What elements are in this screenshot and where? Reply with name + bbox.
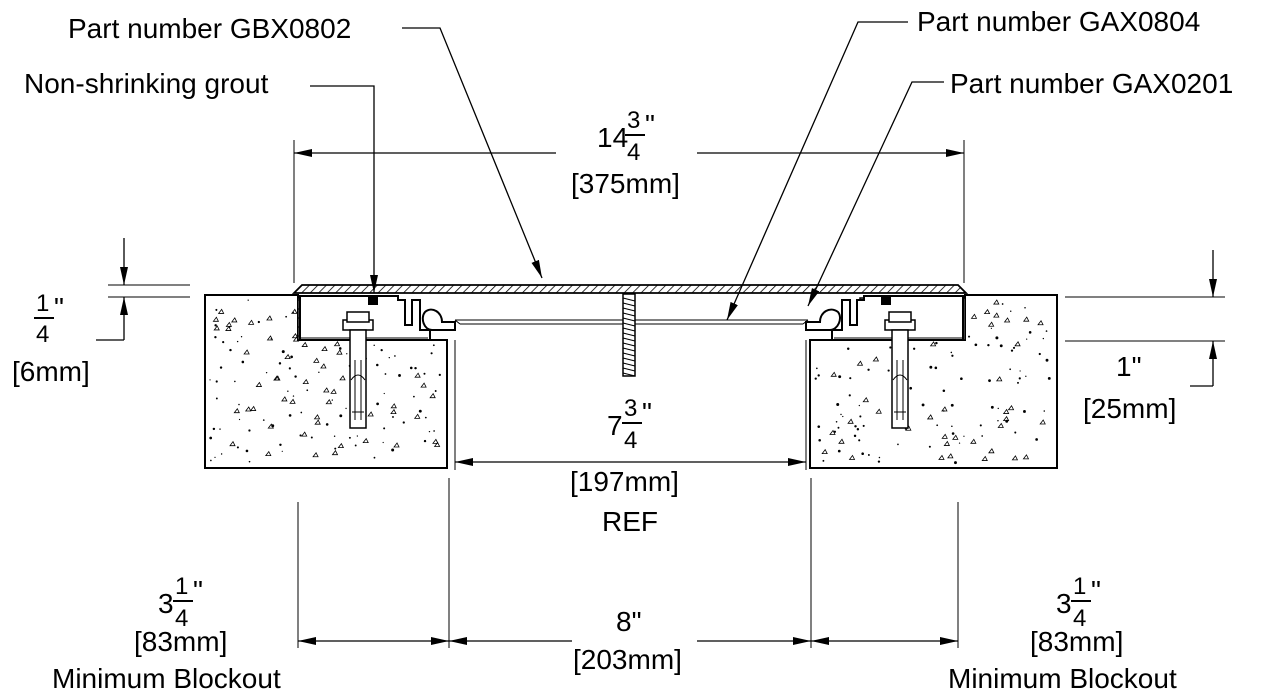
svg-text:7: 7: [607, 410, 623, 441]
gax0804-leader: [726, 21, 908, 321]
cover-plate: [291, 284, 969, 294]
left-concrete-slab: [204, 294, 448, 469]
gap-ref-label: 7 3 4 " [197mm] REF: [570, 395, 679, 537]
svg-text:1: 1: [175, 573, 188, 600]
center-screw: [622, 293, 636, 377]
svg-text:14: 14: [597, 122, 628, 153]
right-grout-block: [881, 295, 891, 305]
right-anchor-bolt: [884, 311, 916, 429]
dimension-lines: [96, 149, 1217, 645]
opening-label: 8" [203mm]: [573, 606, 682, 675]
svg-text:1: 1: [36, 290, 49, 317]
svg-text:3: 3: [627, 107, 640, 134]
left-blockout-label: 3 1 4 " [83mm] Minimum Blockout: [52, 573, 281, 694]
svg-text:4: 4: [175, 605, 188, 632]
grout-leader: [310, 85, 378, 293]
svg-text:": ": [193, 575, 203, 606]
gax0201-label: Part number GAX0201: [950, 68, 1233, 99]
svg-text:": ": [1091, 575, 1101, 606]
svg-text:8": 8": [616, 606, 642, 637]
svg-text:": ": [642, 397, 652, 428]
svg-text:3: 3: [158, 588, 174, 619]
svg-text:[25mm]: [25mm]: [1083, 393, 1176, 424]
gax0804-label: Part number GAX0804: [917, 6, 1200, 37]
overall-width-label: 14 3 4 " [375mm]: [571, 107, 680, 199]
gax0201-leader: [807, 81, 944, 307]
svg-text:4: 4: [1073, 605, 1086, 632]
svg-text:1": 1": [1116, 351, 1142, 382]
svg-text:[197mm]: [197mm]: [570, 466, 679, 497]
svg-text:4: 4: [36, 321, 49, 348]
svg-text:": ": [645, 109, 655, 140]
svg-text:4: 4: [627, 139, 640, 166]
gbx0802-label: Part number GBX0802: [68, 13, 351, 44]
cover-thickness-label: 1 4 " [6mm]: [12, 290, 90, 387]
right-blockout-label: 3 1 4 " [83mm] Minimum Blockout: [948, 573, 1177, 694]
leader-lines: [310, 21, 944, 321]
extension-lines: [108, 140, 1225, 648]
svg-text:3: 3: [624, 395, 637, 422]
rail-depth-label: 1" [25mm]: [1083, 351, 1176, 424]
left-grout-block: [368, 295, 378, 305]
svg-text:[83mm]: [83mm]: [1030, 626, 1123, 657]
svg-text:[6mm]: [6mm]: [12, 356, 90, 387]
svg-text:Minimum Blockout: Minimum Blockout: [948, 663, 1177, 694]
gbx0802-leader: [402, 27, 543, 279]
svg-text:3: 3: [1056, 588, 1072, 619]
svg-text:1: 1: [1073, 573, 1086, 600]
svg-text:[375mm]: [375mm]: [571, 168, 680, 199]
svg-text:": ": [54, 292, 64, 323]
svg-text:[203mm]: [203mm]: [573, 644, 682, 675]
right-frame-rail: [805, 295, 964, 341]
svg-text:4: 4: [624, 427, 637, 454]
right-concrete-slab: [809, 294, 1058, 469]
svg-text:REF: REF: [602, 506, 658, 537]
grout-label: Non-shrinking grout: [24, 68, 269, 99]
svg-text:Minimum Blockout: Minimum Blockout: [52, 663, 281, 694]
svg-text:[83mm]: [83mm]: [134, 626, 227, 657]
left-anchor-bolt: [342, 311, 374, 429]
